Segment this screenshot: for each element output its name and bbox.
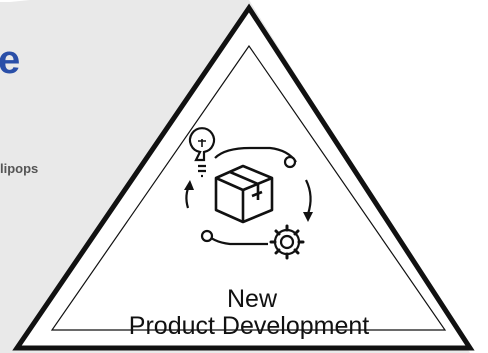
slide-heading-fragment: e	[0, 38, 21, 82]
right-white-area	[249, 0, 488, 353]
gear-icon	[269, 224, 305, 260]
lightbulb-icon	[188, 127, 216, 178]
diagram-label-line1: New	[227, 285, 278, 313]
slide-body-fragment: lipops	[0, 161, 39, 176]
package-box-icon	[214, 164, 274, 224]
diagram-label-line2: Product Development	[129, 312, 369, 340]
cycle-arrows-icon	[184, 146, 313, 246]
inner-triangle	[50, 44, 447, 331]
